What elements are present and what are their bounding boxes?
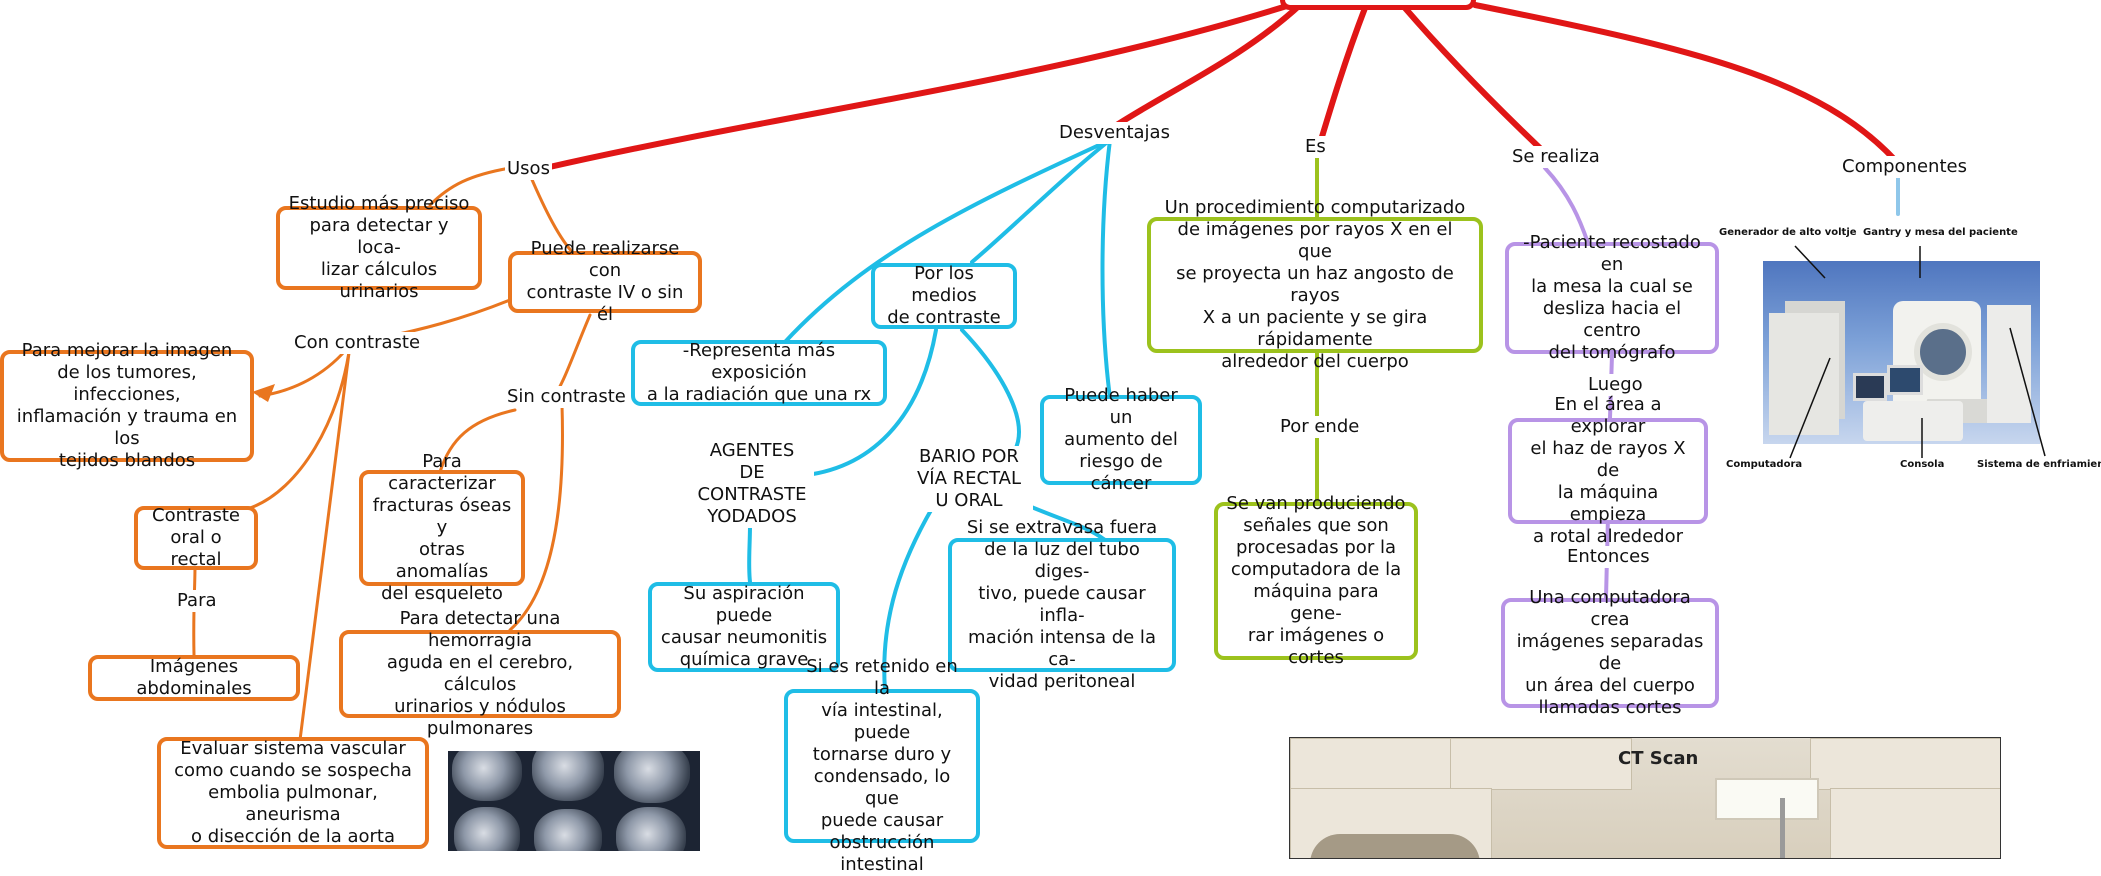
caption-generador: Generador de alto voltje [1719, 227, 1857, 238]
ct-equipment-pointers [1789, 245, 2046, 459]
node-evaluar-sistema[interactable]: Evaluar sistema vascular como cuando se … [157, 737, 429, 849]
node-aspiracion[interactable]: Su aspiración puede causar neumonitis qu… [648, 582, 840, 672]
branch-componentes-label[interactable]: Componentes [1840, 156, 1969, 178]
node-medios-contraste[interactable]: Por los medios de contraste [871, 263, 1017, 329]
caption-computadora: Computadora [1726, 459, 1803, 470]
label-entonces[interactable]: Entonces [1565, 546, 1652, 568]
label-luego[interactable]: Luego [1586, 374, 1645, 396]
node-paciente-recostado[interactable]: -Paciente recostado en la mesa la cual s… [1505, 232, 1719, 363]
caption-gantry: Gantry y mesa del paciente [1863, 227, 2018, 238]
node-representa-exposicion[interactable]: -Representa más exposición a la radiació… [631, 340, 887, 406]
label-con-contraste[interactable]: Con contraste [292, 332, 423, 354]
brain-ct-images [448, 751, 700, 851]
label-para[interactable]: Para [175, 590, 219, 612]
node-mejorar-imagen[interactable]: Para mejorar la imagen de los tumores, i… [0, 340, 254, 471]
branch-se-realiza-label[interactable]: Se realiza [1510, 146, 1602, 168]
caption-consola: Consola [1900, 459, 1945, 470]
connector-lines [192, 2, 1900, 742]
node-estudio-preciso[interactable]: Estudio más preciso para detectar y loca… [276, 193, 482, 302]
node-caracterizar-fracturas[interactable]: Para caracterizar fracturas óseas y otra… [359, 451, 525, 604]
node-contraste-oral[interactable]: Contraste oral o rectal [134, 505, 258, 570]
ct-scan-room-image: CT Scan [1289, 737, 2001, 859]
label-bario[interactable]: BARIO POR VÍA RECTAL U ORAL [905, 446, 1033, 512]
node-puede-realizarse[interactable]: Puede realizarse con contraste IV o sin … [508, 238, 702, 325]
caption-enfriamiento: Sistema de enfriamiento [1977, 459, 2101, 470]
label-agentes-yodados[interactable]: AGENTES DE CONTRASTE YODADOS [690, 440, 814, 528]
node-procedimiento[interactable]: Un procedimiento computarizado de imágen… [1147, 197, 1483, 372]
node-imagenes-abdominales[interactable]: Imágenes abdominales [88, 655, 300, 701]
label-sin-contraste[interactable]: Sin contraste [505, 386, 628, 408]
branch-desventajas-label[interactable]: Desventajas [1057, 122, 1172, 144]
branch-es-label[interactable]: Es [1303, 136, 1328, 158]
label-por-ende[interactable]: Por ende [1278, 416, 1362, 438]
root-node[interactable] [1280, 0, 1476, 10]
node-senales[interactable]: Se van produciendo señales que son proce… [1214, 493, 1418, 668]
node-detectar-hemorragia[interactable]: Para detectar una hemorragia aguda en el… [339, 608, 621, 739]
node-computadora-crea[interactable]: Una computadora crea imágenes separadas … [1501, 587, 1719, 718]
node-area-explorar[interactable]: En el área a explorar el haz de rayos X … [1508, 394, 1708, 547]
ct-scan-title: CT Scan [1618, 748, 1699, 769]
node-retenido[interactable]: Si es retenido en la vía intestinal, pue… [784, 656, 980, 875]
ct-equipment-image [1763, 261, 2040, 444]
branch-usos-label[interactable]: Usos [505, 158, 552, 180]
node-aumento-riesgo[interactable]: Puede haber un aumento del riesgo de cán… [1040, 385, 1202, 494]
node-extravasa[interactable]: Si se extravasa fuera de la luz del tubo… [948, 517, 1176, 692]
